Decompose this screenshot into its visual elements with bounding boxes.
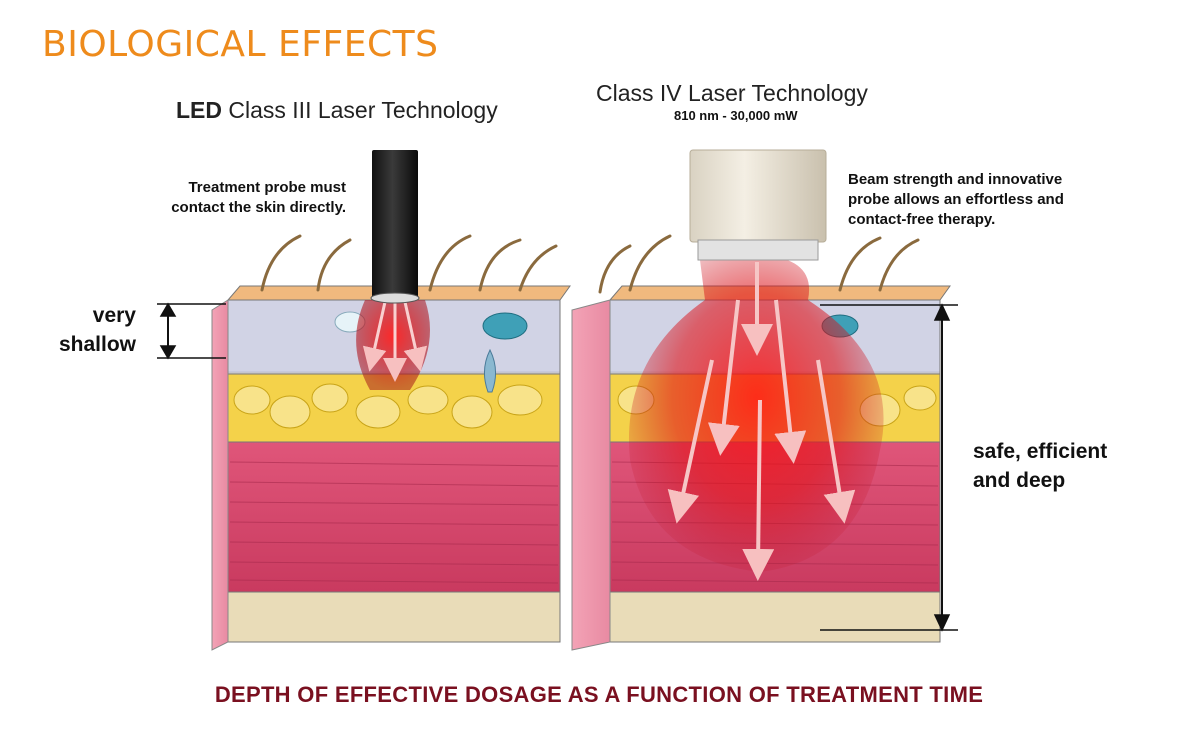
deep-label-line-1: safe, efficient	[973, 440, 1108, 463]
left-note-line-2: contact the skin directly.	[171, 199, 346, 216]
right-spec: 810 nm - 30,000 mW	[674, 108, 798, 123]
deep-depth-marker	[820, 303, 958, 632]
page-title: BIOLOGICAL EFFECTS	[42, 24, 439, 65]
shallow-label-line-2: shallow	[58, 333, 136, 356]
left-skin-block	[211, 150, 571, 651]
right-note: Beam strength and innovative probe allow…	[848, 170, 1064, 230]
right-note-line-2: probe allows an effortless and	[848, 191, 1064, 208]
deep-label-line-2: and deep	[973, 469, 1066, 492]
right-heading: Class IV Laser Technology	[596, 80, 868, 106]
shallow-label-line-1: very	[92, 304, 136, 327]
left-note-line-1: Treatment probe must	[188, 179, 346, 196]
left-note: Treatment probe must contact the skin di…	[108, 178, 346, 218]
figure-caption: DEPTH OF EFFECTIVE DOSAGE AS A FUNCTION …	[214, 682, 984, 707]
right-note-line-1: Beam strength and innovative	[848, 171, 1063, 188]
shallow-label: very shallow	[20, 301, 136, 359]
left-heading: LED Class III Laser Technology	[176, 97, 498, 124]
right-skin-block	[571, 149, 951, 651]
deep-label: safe, efficient and deep	[973, 437, 1107, 495]
led-label: LED	[176, 97, 222, 123]
right-note-line-3: contact-free therapy.	[848, 211, 996, 228]
class-iii-label: Class III Laser Technology	[222, 97, 498, 123]
shallow-depth-marker	[157, 302, 226, 360]
